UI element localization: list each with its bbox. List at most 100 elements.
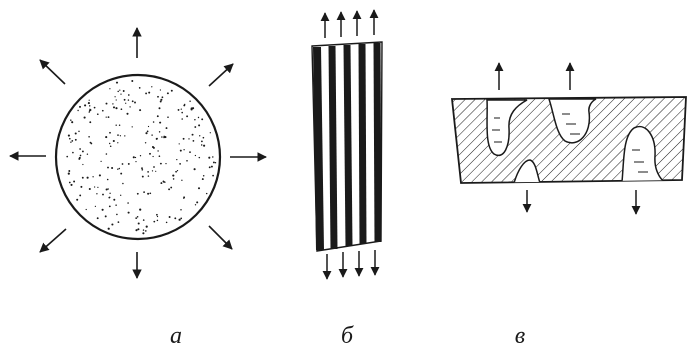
pore-4	[512, 159, 542, 183]
stipple-dot	[143, 191, 145, 193]
stipple-dot	[71, 121, 74, 124]
panel-b	[311, 9, 383, 280]
stipple-dot	[151, 134, 153, 136]
stipple-dot	[145, 132, 148, 135]
stipple-dot	[149, 152, 151, 155]
arrow-up-right	[208, 63, 234, 87]
stipple-dot	[109, 192, 111, 194]
stipple-dot	[81, 176, 84, 179]
stipple-dot	[179, 163, 181, 165]
stipple-dot	[212, 156, 214, 158]
stipple-dot	[131, 100, 134, 103]
stipple-dot	[74, 132, 77, 135]
stipple-dot	[191, 133, 194, 136]
stipple-dot	[112, 106, 116, 109]
stipple-dot	[83, 116, 86, 119]
stipple-dot	[165, 221, 168, 224]
stipple-dot	[120, 172, 123, 175]
stipple-dot	[126, 112, 129, 115]
stipple-dot	[186, 159, 188, 162]
stipple-dot	[117, 221, 120, 223]
stipple-dot	[141, 167, 143, 170]
stipple-dot	[156, 213, 158, 216]
stipple-dot	[189, 151, 191, 153]
stipple-dot	[134, 156, 137, 159]
stipple-dot	[78, 130, 80, 133]
stipple-dot	[138, 87, 141, 89]
radial-arrows	[9, 27, 267, 279]
stipple-dot	[152, 121, 155, 123]
stipple-dot	[202, 175, 205, 177]
stipple-dot	[192, 140, 195, 142]
arrow-down-right	[208, 225, 233, 250]
stipple-dot	[107, 166, 109, 169]
stipple-dot	[160, 182, 163, 185]
stipple-dot	[144, 142, 147, 144]
stipple-dot	[118, 124, 121, 126]
stipple-dot	[194, 118, 196, 121]
stipple-dot	[84, 104, 87, 107]
stipple-dot	[117, 134, 119, 136]
stipple-dot	[77, 109, 79, 112]
stipple-dot	[109, 145, 112, 148]
stipple-dot	[134, 101, 136, 104]
stipple-dot	[131, 126, 133, 128]
stipple-dot	[129, 106, 131, 108]
stipple-dot	[76, 198, 79, 201]
stipple-dot	[172, 174, 175, 177]
stipple-dot	[114, 96, 116, 98]
panel-c	[450, 62, 687, 215]
stipple-dot	[176, 169, 179, 172]
stipple-dot	[201, 178, 204, 181]
stipple-dot	[120, 194, 122, 196]
stipple-dot	[79, 148, 81, 150]
stipple-dot	[98, 174, 101, 177]
stipple-dot	[212, 174, 214, 177]
stipple-dot	[135, 229, 138, 232]
stipple-dot	[67, 172, 70, 175]
stipple-dot	[115, 124, 117, 126]
stipple-dot	[102, 193, 104, 196]
stipple-dot	[147, 125, 150, 128]
stipple-dot	[174, 217, 177, 220]
stipple-dot	[124, 135, 126, 137]
stipple-dot	[104, 215, 107, 218]
caption-c: в	[514, 323, 526, 349]
stipple-dot	[153, 220, 156, 223]
stipple-dot	[127, 202, 129, 204]
stipple-dot	[109, 196, 111, 198]
stipple-dot	[196, 201, 199, 204]
stipple-dot	[93, 186, 96, 188]
stipple-dot	[151, 170, 154, 172]
stipple-dot	[212, 161, 215, 164]
stipple-dot	[147, 192, 150, 195]
stipple-dot	[139, 109, 142, 112]
stipple-dot	[74, 138, 77, 141]
stipple-dot	[144, 230, 147, 232]
stipple-dot	[180, 208, 182, 211]
stipple-dot	[184, 103, 186, 106]
stipple-dot	[160, 98, 163, 101]
stipple-dot	[71, 140, 74, 142]
stipple-dot	[179, 149, 182, 152]
stipple-dot	[112, 103, 114, 105]
stipple-dot	[111, 223, 114, 226]
stipple-dot	[109, 88, 111, 90]
stipple-dot	[151, 86, 153, 88]
stipple-dot	[101, 208, 104, 211]
top-arrows	[320, 9, 379, 38]
stipple-dot	[145, 225, 148, 228]
stipple-dot	[107, 116, 110, 119]
stipple-dot	[125, 102, 127, 104]
stipple-dot	[157, 95, 159, 98]
stipple-dot	[82, 163, 84, 166]
stipple-dot	[165, 162, 167, 165]
stipple-dot	[86, 176, 89, 179]
stipple-dot	[137, 222, 140, 225]
stipple-dot	[159, 121, 162, 124]
stipple-dot	[92, 176, 94, 178]
stipple-dot	[87, 102, 90, 105]
stipple-dot	[170, 186, 173, 189]
stipple-dot	[176, 158, 178, 161]
caption-a: а	[170, 323, 182, 349]
